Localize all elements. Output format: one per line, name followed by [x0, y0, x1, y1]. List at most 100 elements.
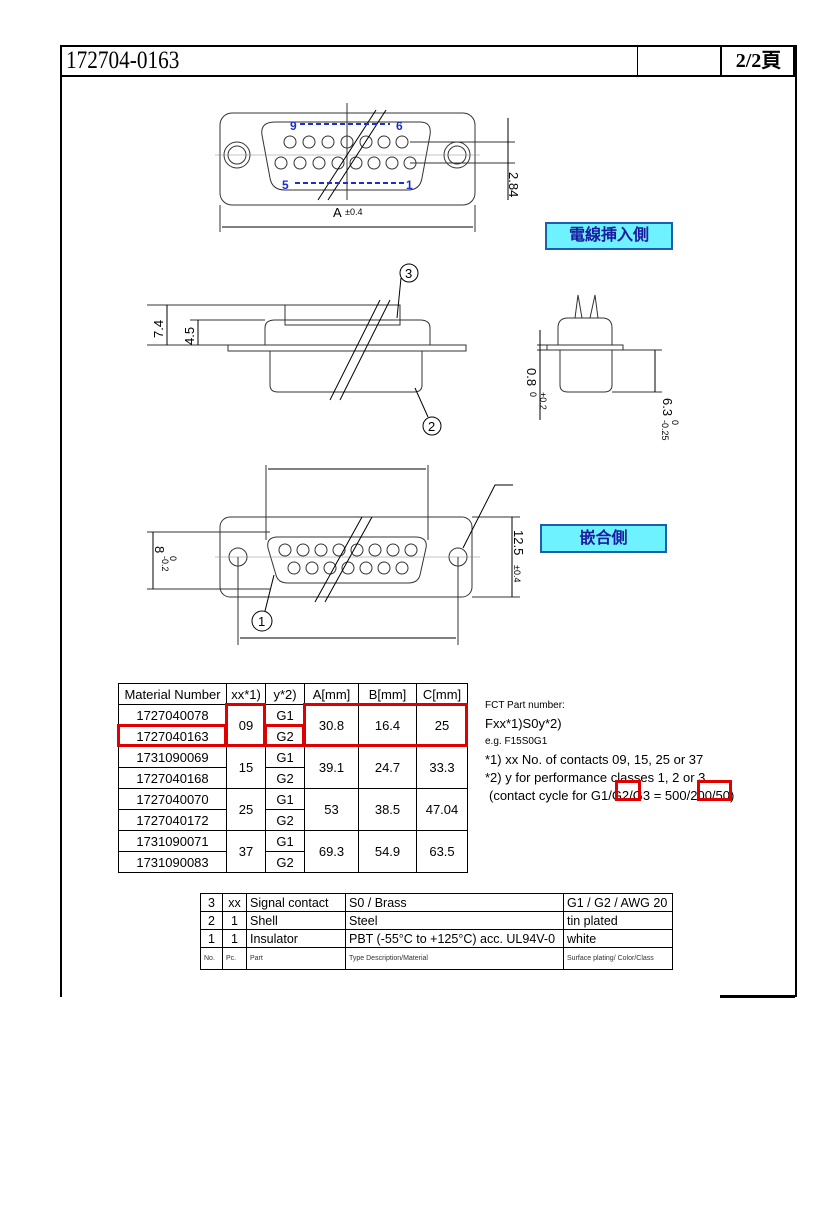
dim-depth-tol-lower: -0.25	[660, 420, 670, 441]
material-number: 1731090069	[118, 746, 227, 768]
dim-a-tol: ±0.4	[345, 207, 362, 217]
dim-b: 24.7	[358, 746, 417, 789]
dim-a: 53	[304, 788, 359, 831]
part-number-title: 172704-0163	[66, 47, 180, 74]
item-part: Signal contact	[246, 893, 346, 912]
class: G1	[265, 830, 305, 852]
dim-b: 38.5	[358, 788, 417, 831]
header-c: C[mm]	[416, 683, 468, 705]
item-qty: 1	[222, 911, 247, 930]
header-a: A[mm]	[304, 683, 359, 705]
dim-height-tol-upper: 0	[168, 556, 178, 561]
material-number: 1727040070	[118, 788, 227, 810]
material-number: 1731090071	[118, 830, 227, 852]
mating-view: 8 0 -0.2 12.5 ±0.4 1	[147, 465, 526, 645]
dim-b: 54.9	[358, 830, 417, 873]
class: G2	[265, 851, 305, 873]
dim-c: 47.04	[416, 788, 468, 831]
header-no: No.	[200, 947, 223, 970]
class: G2	[265, 809, 305, 831]
highlight-200	[697, 780, 732, 801]
contact-pins-top-row	[283, 135, 409, 149]
notes-format: Fxx*1)S0y*2)	[485, 716, 562, 731]
pin-label-5: 5	[282, 178, 289, 192]
item-material: PBT (-55°C to +125°C) acc. UL94V-0	[345, 929, 564, 948]
dim-total-height: 7.4	[151, 320, 166, 338]
notes-title: FCT Part number:	[485, 700, 565, 711]
callout-1: 1	[258, 614, 265, 629]
dim-flange: 0.8	[524, 368, 539, 386]
frame-corner-mark	[720, 995, 795, 998]
table-header-row: Material Number xx*1) y*2) A[mm] B[mm] C…	[118, 683, 468, 705]
dim-c: 33.3	[416, 746, 468, 789]
item-surface: G1 / G2 / AWG 20	[563, 893, 673, 912]
contact-pins-bottom-row	[274, 156, 417, 170]
dim-c: 25	[416, 704, 468, 747]
header-y: y*2)	[265, 683, 305, 705]
pin-label-1: 1	[406, 178, 413, 192]
dim-flange-tol-lower: 0	[528, 392, 538, 397]
highlight-dimensions	[303, 703, 468, 747]
item-no: 2	[200, 911, 223, 930]
contacts: 15	[226, 746, 266, 789]
side-view: 7.4 4.5 3 2 0.8 +0.2 0 6.3 0 -0.25	[147, 263, 680, 441]
item-material: S0 / Brass	[345, 893, 564, 912]
material-table: Material Number xx*1) y*2) A[mm] B[mm] C…	[118, 683, 468, 873]
class: G1	[265, 704, 305, 726]
dim-flange-tol-upper: +0.2	[538, 392, 548, 410]
item-part: Shell	[246, 911, 346, 930]
item-part: Insulator	[246, 929, 346, 948]
material-number: 1731090083	[118, 851, 227, 873]
note-1: *1) xx No. of contacts 09, 15, 25 or 37	[485, 752, 704, 767]
dim-depth-tol-upper: 0	[670, 420, 680, 425]
highlight-material	[117, 724, 227, 747]
contact-sockets	[278, 543, 418, 575]
dim-body-height: 4.5	[182, 327, 197, 345]
header-surface: Surface plating/ Color/Class	[563, 947, 673, 970]
highlight-g2	[615, 780, 641, 801]
dim-insulator-height: 8	[152, 546, 167, 553]
note-2: *2) y for performance classes 1, 2 or 3	[485, 770, 706, 785]
header-material: Material Number	[118, 683, 227, 705]
item-surface: tin plated	[563, 911, 673, 930]
item-no: 3	[200, 893, 223, 912]
dim-a: 39.1	[304, 746, 359, 789]
dim-height-tol-lower: -0.2	[160, 556, 170, 572]
header-part: Part	[246, 947, 346, 970]
dim-c: 63.5	[416, 830, 468, 873]
page-number: 2/2頁	[720, 45, 795, 77]
note-3: (contact cycle for G1/G2/G3 = 500/200/50…	[489, 788, 735, 803]
header-xx: xx*1)	[226, 683, 266, 705]
class: G1	[265, 788, 305, 810]
item-no: 1	[200, 929, 223, 948]
material-number: 1727040078	[118, 704, 227, 726]
dim-depth: 6.3	[660, 398, 675, 416]
contacts: 37	[226, 830, 266, 873]
mating-side-label: 嵌合側	[540, 524, 667, 553]
class: G1	[265, 746, 305, 768]
callout-2: 2	[428, 419, 435, 434]
top-view: 9 6 5 1 A ±0.4 2.84	[215, 103, 521, 232]
dim-pitch: 2.84	[506, 172, 521, 197]
technical-drawing: 9 6 5 1 A ±0.4 2.84 7.4 4.5 3 2	[147, 103, 680, 645]
title-block	[60, 45, 795, 77]
table-row: 1731090083 G2	[118, 851, 468, 873]
dim-a: 69.3	[304, 830, 359, 873]
callout-3: 3	[405, 266, 412, 281]
highlight-class	[264, 724, 305, 747]
header-b: B[mm]	[358, 683, 417, 705]
item-qty: xx	[222, 893, 247, 912]
item-material: Steel	[345, 911, 564, 930]
wire-insertion-side-label: 電線挿入側	[545, 222, 673, 250]
dim-flange-height: 12.5	[511, 530, 526, 555]
